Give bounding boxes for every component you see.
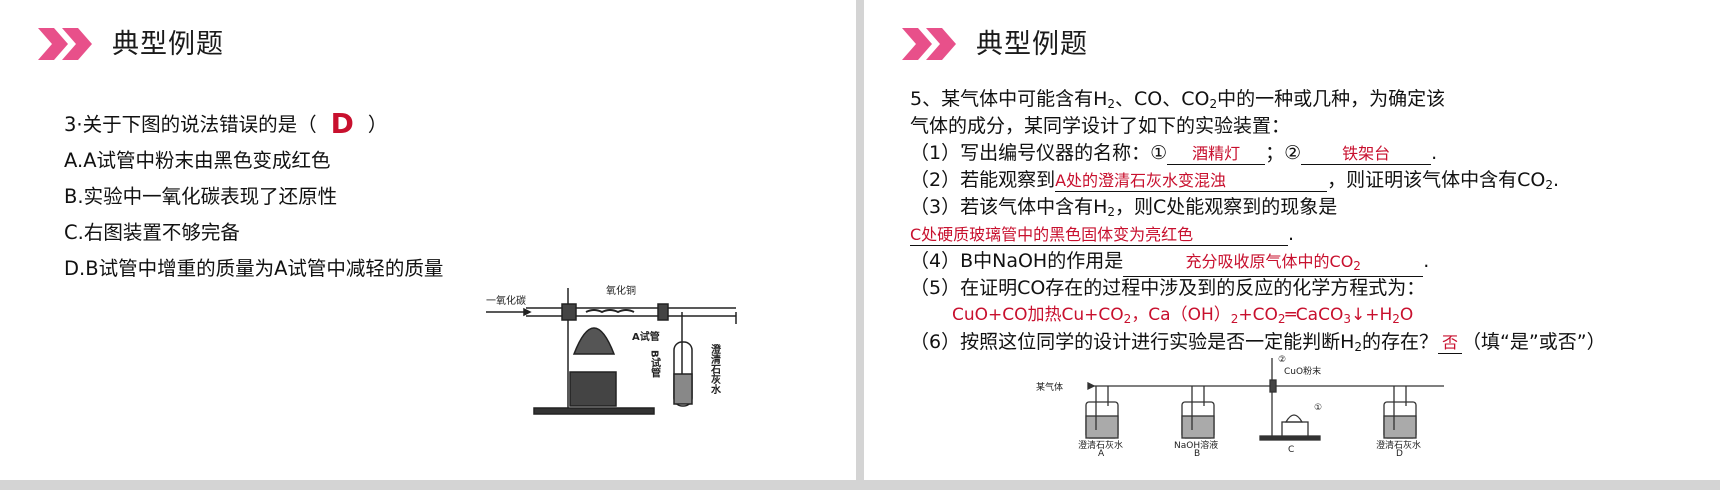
svg-text:②: ② <box>1278 355 1286 365</box>
svg-text:氧化铜: 氧化铜 <box>606 284 636 297</box>
svg-text:①: ① <box>1314 403 1322 413</box>
question-line-1: 5、某气体中可能含有H2、CO、CO2中的一种或几种，为确定该 <box>910 88 1446 111</box>
slide-right: 典型例题 5、某气体中可能含有H2、CO、CO2中的一种或几种，为确定该 气体的… <box>864 0 1720 480</box>
svg-text:澄清石灰水: 澄清石灰水 <box>709 343 722 395</box>
option-d: D.B试管中增重的质量为A试管中减轻的质量 <box>64 257 444 280</box>
slide-title: 典型例题 <box>976 29 1088 60</box>
svg-text:某气体: 某气体 <box>1036 381 1063 393</box>
answer-mark: D <box>330 107 354 140</box>
option-a: A.A试管中粉末由黑色变成红色 <box>64 149 331 172</box>
svg-text:D: D <box>1396 449 1403 456</box>
part-3-answer-row: C处硬质玻璃管中的黑色固体变为亮红色. <box>910 223 1295 246</box>
question-line-2: 气体的成分，某同学设计了如下的实验装置： <box>910 115 1291 137</box>
part-2: （2）若能观察到A处的澄清石灰水变混浊，则证明该气体中含有CO2. <box>910 169 1560 192</box>
svg-text:NaOH溶液: NaOH溶液 <box>1174 439 1218 451</box>
svg-text:一氧化碳: 一氧化碳 <box>486 294 526 307</box>
answer-blank-1: 酒精灯 <box>1167 144 1266 165</box>
svg-text:澄清石灰水: 澄清石灰水 <box>1376 439 1421 451</box>
svg-text:B: B <box>1194 449 1200 456</box>
part-5: （5）在证明CO存在的过程中涉及到的反应的化学方程式为： <box>910 277 1426 299</box>
equation-answer: CuO+CO加热Cu+CO2，Ca（OH）2+CO2═CaCO3↓+H2O <box>952 305 1414 326</box>
part-3: （3）若该气体中含有H2，则C处能观察到的现象是 <box>910 196 1338 219</box>
part-4: （4）B中NaOH的作用是充分吸收原气体中的CO2. <box>910 248 1606 277</box>
answer-blank-2: 铁架台 <box>1301 144 1432 165</box>
question-5: 5、某气体中可能含有H2、CO、CO2中的一种或几种，为确定该 气体的成分，某同… <box>910 86 1606 356</box>
answer-blank-4: C处硬质玻璃管中的黑色固体变为亮红色 <box>910 225 1288 246</box>
apparatus-figure-left: 一氧化碳 氧化铜 A试管 B试管 澄清石灰水 <box>486 284 737 415</box>
svg-text:澄清石灰水: 澄清石灰水 <box>1078 439 1123 451</box>
question-3: 3·关于下图的说法错误的是（D） A.A试管中粉末由黑色变成红色 B.实验中一氧… <box>64 106 443 287</box>
svg-text:A试管: A试管 <box>632 330 660 343</box>
chevron-double-icon <box>38 28 92 60</box>
chevron-double-icon <box>902 28 956 60</box>
slide-left: 典型例题 3·关于下图的说法错误的是（D） A.A试管中粉末由黑色变成红色 B.… <box>0 0 856 480</box>
apparatus-figure-right: 某气体 CuO粉末 ② ① 澄清石灰水 A NaOH溶液 B C 澄清石灰水 D <box>1036 355 1444 456</box>
answer-blank-3: A处的澄清石灰水变混浊 <box>1055 171 1328 192</box>
svg-text:C: C <box>1288 445 1294 455</box>
option-b: B.实验中一氧化碳表现了还原性 <box>64 185 338 208</box>
part-6: （6）按照这位同学的设计进行实验是否一定能判断H2的存在？否（填“是”或否”） <box>910 331 1606 354</box>
svg-text:B试管: B试管 <box>649 350 661 378</box>
svg-text:A: A <box>1098 449 1105 456</box>
answer-blank-6: 否 <box>1438 333 1463 354</box>
option-c: C.右图装置不够完备 <box>64 221 240 244</box>
answer-blank-5: 充分吸收原气体中的CO2 <box>1123 252 1424 277</box>
svg-text:CuO粉末: CuO粉末 <box>1284 365 1321 377</box>
slide-title: 典型例题 <box>112 29 224 60</box>
question-stem: 3·关于下图的说法错误的是（D） <box>64 107 388 140</box>
